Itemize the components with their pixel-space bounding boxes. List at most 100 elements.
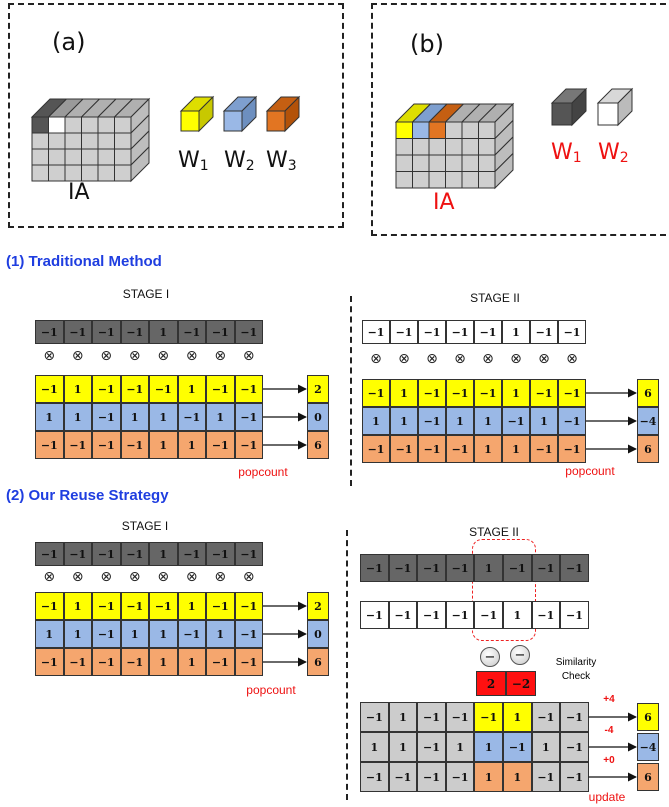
grid-cell: −1 <box>418 435 446 463</box>
grid-cell: −1 <box>530 379 558 407</box>
panel-a-label: (a) <box>52 28 86 56</box>
reuse-update-label: update <box>588 790 626 804</box>
grid-cell: −1 <box>63 320 92 344</box>
grid-cell: −1 <box>417 601 446 629</box>
section-title-reuse: (2) Our Reuse Strategy <box>6 487 169 504</box>
cube-side-cell <box>130 145 150 183</box>
minus-icon: − <box>510 645 530 665</box>
grid-cell: −1 <box>234 620 263 648</box>
grid-cell: 1 <box>149 620 178 648</box>
grid-cell: −1 <box>360 601 389 629</box>
grid-cell: −1 <box>531 702 561 732</box>
xnor-icon: ⊗ <box>566 351 578 367</box>
cube-side-cell <box>494 152 514 190</box>
grid-cell: −1 <box>177 542 206 566</box>
grid-cell: 1 <box>502 762 532 792</box>
xnor-icon: ⊗ <box>128 569 141 585</box>
grid-cell: 1 <box>474 435 502 463</box>
xnor-icon: ⊗ <box>71 348 84 364</box>
minus-icon: − <box>480 647 500 667</box>
panel-b-ia-label: IA <box>433 190 455 215</box>
xnor-icon: ⊗ <box>426 351 438 367</box>
grid-cell: −1 <box>418 407 446 435</box>
xnor-icon: ⊗ <box>157 569 170 585</box>
trad-stage1-popcount: popcount <box>238 465 288 479</box>
grid-cell: −1 <box>63 542 92 566</box>
xnor-icon: ⊗ <box>538 351 550 367</box>
grid-cell: 1 <box>149 648 178 676</box>
output-cell: 6 <box>637 435 659 463</box>
grid-cell: −1 <box>360 702 389 732</box>
xnor-icon: ⊗ <box>71 569 84 585</box>
grid-cell: 1 <box>474 554 503 582</box>
output-cell: 6 <box>307 431 329 459</box>
grid-cell: −1 <box>92 542 121 566</box>
grid-cell: −1 <box>63 431 92 459</box>
grid-cell: −1 <box>234 403 263 431</box>
grid-cell: −1 <box>560 762 589 792</box>
grid-cell: 1 <box>445 732 475 762</box>
grid-cell: −1 <box>92 431 121 459</box>
reuse-stage2-label: STAGE II <box>469 525 519 539</box>
grid-cell: −1 <box>360 554 389 582</box>
grid-cell: −1 <box>417 732 446 762</box>
grid-cell: −1 <box>35 648 64 676</box>
grid-cell: −1 <box>445 702 475 732</box>
w2-prism <box>222 95 258 133</box>
grid-cell: −1 <box>206 375 235 403</box>
diff-cell: −2 <box>506 671 536 696</box>
grid-cell: −1 <box>120 375 149 403</box>
grid-cell: −1 <box>558 435 586 463</box>
xnor-icon: ⊗ <box>185 569 198 585</box>
grid-cell: −1 <box>445 554 475 582</box>
xnor-icon: ⊗ <box>242 348 255 364</box>
grid-cell: 1 <box>388 702 418 732</box>
output-cell: 6 <box>637 703 659 731</box>
grid-cell: −1 <box>234 320 263 344</box>
grid-cell: −1 <box>177 620 206 648</box>
grid-cell: −1 <box>35 592 64 620</box>
grid-cell: −1 <box>445 762 475 792</box>
xnor-icon: ⊗ <box>100 348 113 364</box>
panel-b-label: (b) <box>410 30 444 58</box>
grid-cell: −1 <box>560 702 589 732</box>
grid-cell: −1 <box>362 435 390 463</box>
delta-label: +4 <box>603 694 615 705</box>
grid-cell: −1 <box>445 601 475 629</box>
grid-cell: −1 <box>92 592 121 620</box>
xnor-icon: ⊗ <box>157 348 170 364</box>
grid-cell: −1 <box>560 732 589 762</box>
xnor-icon: ⊗ <box>128 348 141 364</box>
output-cell: 2 <box>307 592 329 620</box>
grid-cell: −1 <box>502 554 532 582</box>
grid-cell: −1 <box>530 320 558 344</box>
grid-cell: 1 <box>388 732 418 762</box>
grid-cell: 1 <box>177 375 206 403</box>
grid-cell: −1 <box>446 435 474 463</box>
grid-cell: −1 <box>417 554 446 582</box>
xnor-icon: ⊗ <box>214 348 227 364</box>
delta-label: -4 <box>604 725 614 736</box>
grid-cell: −1 <box>418 320 446 344</box>
stage-divider-2 <box>346 530 348 800</box>
grid-cell: −1 <box>120 431 149 459</box>
grid-cell: −1 <box>531 601 561 629</box>
trad-stage2-label: STAGE II <box>470 291 520 305</box>
grid-cell: −1 <box>474 379 502 407</box>
grid-cell: −1 <box>417 762 446 792</box>
grid-cell: 1 <box>149 431 178 459</box>
grid-cell: −1 <box>206 542 235 566</box>
grid-cell: −1 <box>206 431 235 459</box>
delta-label: +0 <box>603 755 615 766</box>
